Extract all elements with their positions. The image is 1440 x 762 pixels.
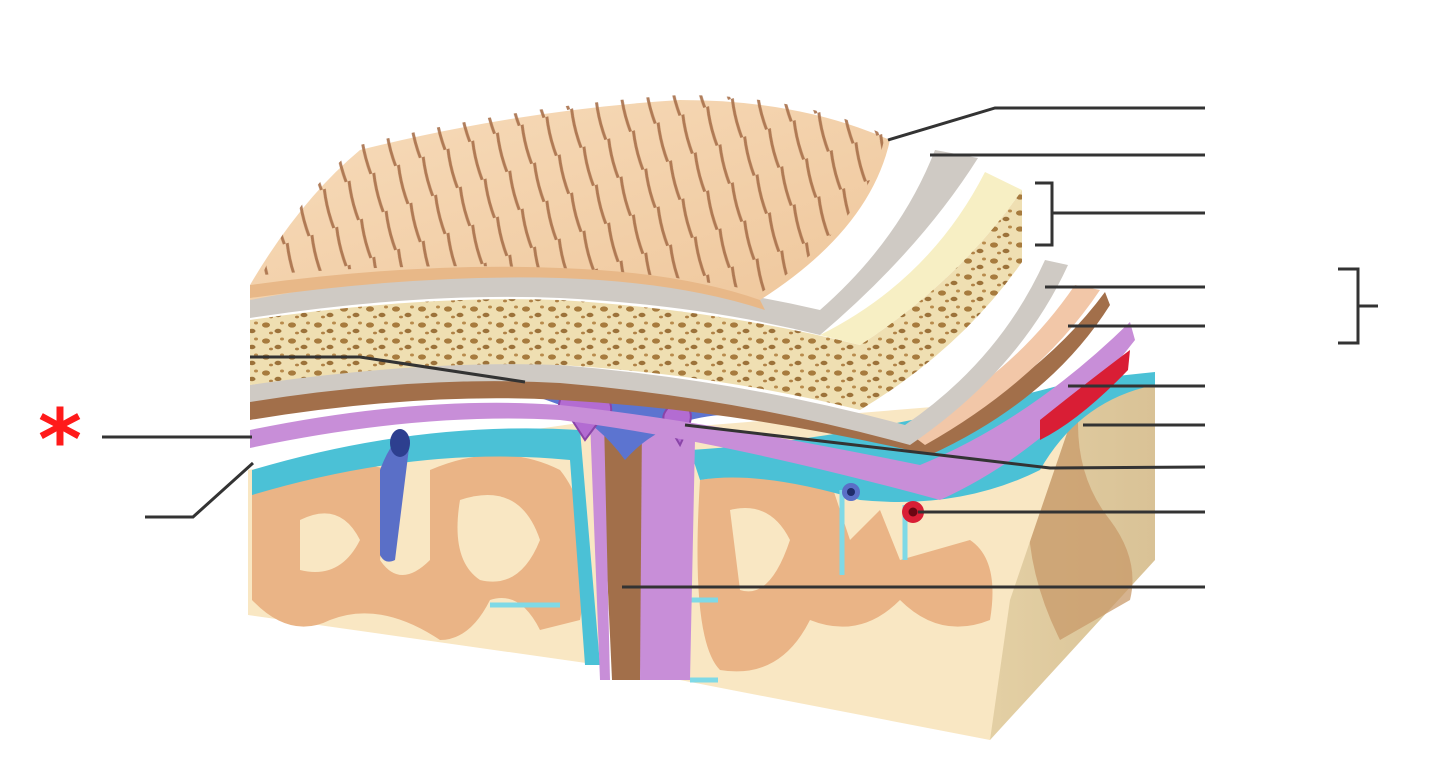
skull-outer-table (820, 172, 1022, 345)
leader-lines-right (622, 106, 1378, 589)
leader-bone-bracket (1035, 181, 1205, 247)
leader-dura-bracket (1338, 267, 1378, 345)
white-matter-right (730, 508, 790, 592)
sulcus-vein-left (380, 438, 410, 562)
asterisk-marker: * (38, 391, 82, 489)
arachnoid-falx-left (590, 420, 610, 680)
subarachnoid-layer-left (252, 428, 600, 665)
white-matter-left (300, 513, 360, 572)
skull-spongy-bone (250, 190, 1022, 410)
pia-sulci-right (690, 490, 908, 683)
falx-cerebri (600, 415, 650, 680)
leader-arachnoid-villus (684, 423, 1206, 470)
arachnoid-mater (250, 322, 1135, 500)
vein-lumen-left (390, 429, 410, 457)
arachnoid-falx-right (640, 418, 695, 680)
hair (262, 95, 885, 292)
scalp-edge (250, 266, 765, 310)
leader-lines-left (102, 355, 526, 519)
periosteum (250, 150, 978, 335)
leader-sagittal-sinus (250, 355, 526, 384)
leader-skin-of-scalp (887, 106, 1205, 142)
leader-subarachnoid (145, 461, 255, 519)
white-matter-left-2 (457, 495, 540, 582)
artery-surface (1040, 350, 1130, 440)
meninges-layers (250, 95, 1135, 500)
